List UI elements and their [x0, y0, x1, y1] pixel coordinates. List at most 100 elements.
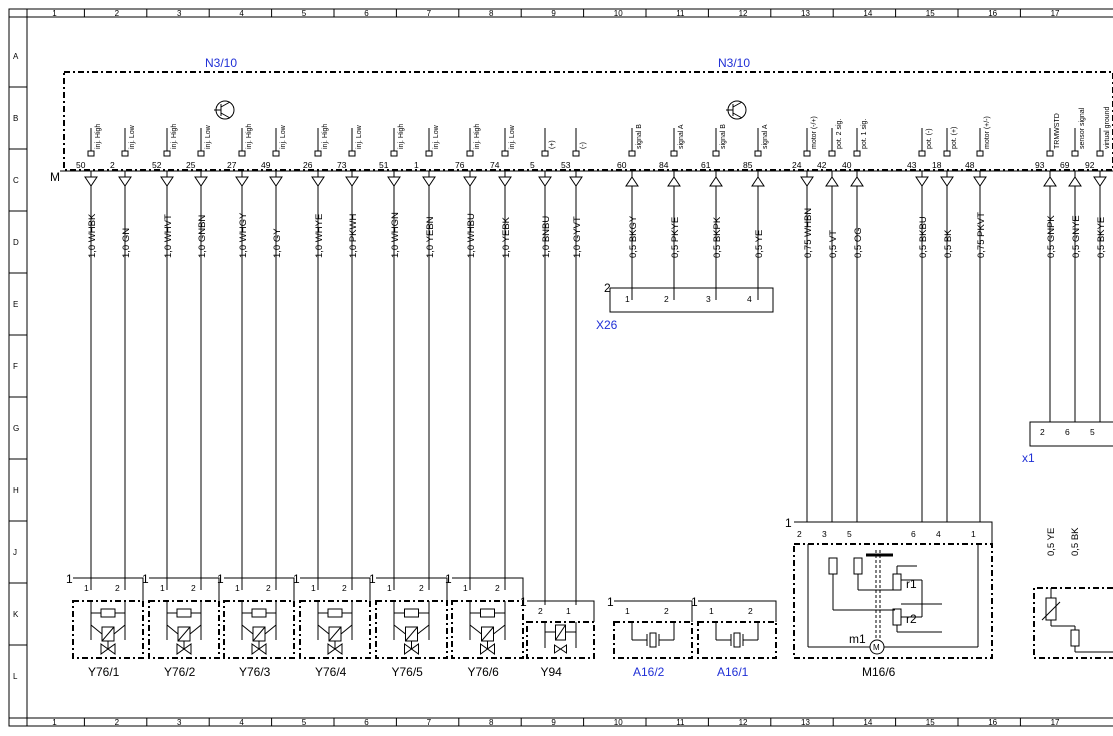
component-box: [451, 600, 524, 659]
m1-label: m1: [849, 632, 866, 646]
grid-col-label: 8: [489, 9, 494, 18]
wire-label: 0,5 VT: [828, 230, 839, 258]
resistor-icon: [327, 608, 343, 618]
resistor-icon: [1070, 629, 1080, 647]
pin-number: 40: [842, 160, 852, 170]
arrow-up-icon: [751, 176, 765, 187]
grid-col-label: 6: [364, 9, 369, 18]
r1-label: r1: [906, 577, 917, 591]
arrow-down-icon: [569, 176, 583, 187]
arrow-up-icon: [667, 176, 681, 187]
pin-terminal-icon: [803, 150, 811, 157]
pin-signal-label: inj. High: [398, 124, 405, 149]
component-pin: 2: [495, 583, 500, 593]
pin-number: 50: [76, 160, 86, 170]
component-conn-num: 1: [142, 572, 149, 586]
pin-number: 1: [414, 160, 419, 170]
pin-terminal-icon: [348, 150, 356, 157]
wire-label: 1,0 YEBN: [425, 216, 436, 258]
component-label: Y76/4: [315, 665, 347, 679]
valve-icon: [554, 644, 567, 654]
pin-number: 42: [817, 160, 827, 170]
component-box: [526, 621, 595, 659]
pin-number: 93: [1035, 160, 1045, 170]
grid-col-label: 2: [115, 718, 120, 727]
pin-signal-label: pot. 1 sig.: [861, 119, 868, 149]
grid-col-label: 10: [614, 9, 623, 18]
wire-label: 1,0 WHYE: [314, 214, 325, 258]
x26-pin: 2: [664, 294, 669, 304]
component-pin: 2: [342, 583, 347, 593]
component-connector: [376, 577, 448, 601]
grid-col-label: 11: [676, 718, 685, 727]
pin-terminal-icon: [943, 150, 951, 157]
pin-signal-label: inj. High: [171, 124, 178, 149]
pin-terminal-icon: [87, 150, 95, 157]
pin-terminal-icon: [976, 150, 984, 157]
grid-col-label: 15: [926, 9, 935, 18]
wire-label: 1,0 BNBU: [541, 216, 552, 258]
grid-col-label: 1: [52, 9, 57, 18]
component-connector: [614, 600, 693, 622]
controller-n3-10-box: [63, 71, 1113, 171]
arrow-down-icon: [538, 176, 552, 187]
pin-number: 26: [303, 160, 313, 170]
wire-label: 1,0 WHBK: [87, 213, 98, 258]
motor-pin: 4: [936, 529, 941, 539]
grid-col-label: 9: [551, 9, 556, 18]
pin-terminal-icon: [425, 150, 433, 157]
wire-label: 1,0 GNBN: [197, 215, 208, 258]
valve-icon: [480, 643, 495, 655]
pin-signal-label: motor (-/+): [811, 116, 818, 149]
arrow-up-icon: [625, 176, 639, 187]
pin-number: 85: [743, 160, 753, 170]
component-conn-num: 1: [217, 572, 224, 586]
x1-pin: 5: [1090, 427, 1095, 437]
pin-terminal-icon: [1071, 150, 1079, 157]
motor-conn-num: 1: [785, 516, 792, 530]
component-pin: 2: [266, 583, 271, 593]
pin-number: 61: [701, 160, 711, 170]
pin-signal-label: pot. (-): [926, 128, 933, 149]
wire-label: 0,5 BKPK: [712, 216, 723, 258]
grid-col-label: 12: [739, 9, 748, 18]
component-label: A16/1: [717, 665, 749, 679]
grid-col-label: 15: [926, 718, 935, 727]
component-label: Y94: [541, 665, 563, 679]
resistor-icon: [100, 608, 116, 618]
pin-signal-label: inj. High: [322, 124, 329, 149]
pin-signal-label: inj. Low: [280, 124, 287, 149]
grid-col-label: 5: [302, 718, 307, 727]
component-label: Y76/1: [88, 665, 120, 679]
arrow-up-icon: [1068, 176, 1082, 187]
arrow-down-icon: [194, 176, 208, 187]
arrow-down-icon: [84, 176, 98, 187]
resistor-icon: [176, 608, 192, 618]
outer-frame: [8, 8, 1113, 727]
component-box: [72, 600, 144, 659]
component-box: [613, 621, 693, 659]
component-label: A16/2: [633, 665, 665, 679]
wire-label: 0,5 BK: [943, 229, 954, 258]
wire-label: 0,5 BK: [1070, 527, 1081, 556]
x1-pin: 2: [1040, 427, 1045, 437]
pin-number: 73: [337, 160, 347, 170]
pin-signal-label: motor (+/-): [984, 116, 991, 149]
resistor-icon: [251, 608, 267, 618]
component-box: [148, 600, 220, 659]
pin-terminal-icon: [754, 150, 762, 157]
grid-col-label: 9: [551, 718, 556, 727]
pin-number: 49: [261, 160, 271, 170]
grid-col-label: 13: [801, 718, 810, 727]
pin-number: 43: [907, 160, 917, 170]
component-conn-num: 1: [293, 572, 300, 586]
transistor-icon: [726, 100, 747, 120]
connector-x26-label: X26: [596, 318, 618, 332]
resistor-icon: [480, 608, 495, 618]
valve-icon: [100, 643, 116, 655]
